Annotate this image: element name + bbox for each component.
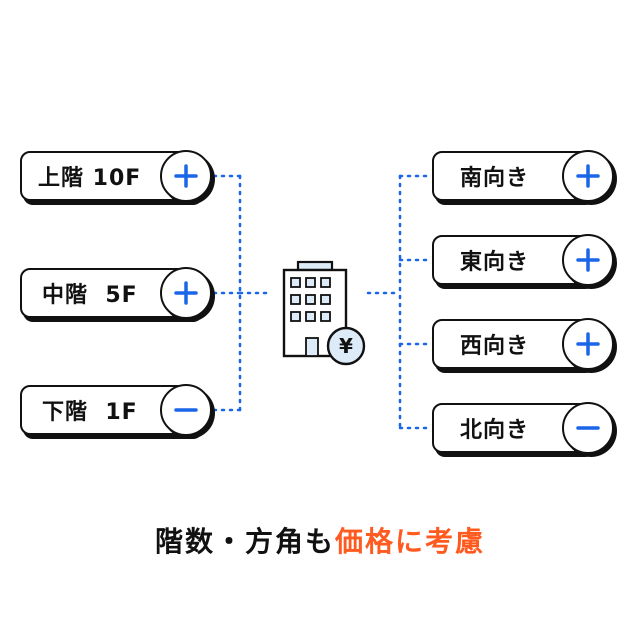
plus-icon <box>562 234 614 286</box>
plus-icon <box>160 150 212 202</box>
floor-label: 下階 1F <box>42 400 138 425</box>
direction-label: 東向き <box>460 250 530 275</box>
plus-icon <box>160 267 212 319</box>
floor-item-upper: 上階 10F <box>20 151 200 201</box>
direction-label: 南向き <box>460 166 530 191</box>
minus-icon <box>562 402 614 454</box>
plus-icon <box>562 318 614 370</box>
building-with-yen-icon: ¥ <box>276 258 372 370</box>
floor-label: 上階 10F <box>38 166 142 191</box>
floor-label: 中階 5F <box>42 283 138 308</box>
yen-symbol: ¥ <box>339 334 353 358</box>
caption-part1: 階数・方角も <box>154 525 335 558</box>
plus-icon <box>562 150 614 202</box>
direction-label: 北向き <box>460 418 530 443</box>
caption: 階数・方角も価格に考慮 <box>0 520 640 560</box>
direction-label: 西向き <box>460 334 530 359</box>
minus-icon <box>160 384 212 436</box>
direction-item-west: 西向き <box>432 319 592 369</box>
caption-highlight: 価格に考慮 <box>335 525 486 558</box>
